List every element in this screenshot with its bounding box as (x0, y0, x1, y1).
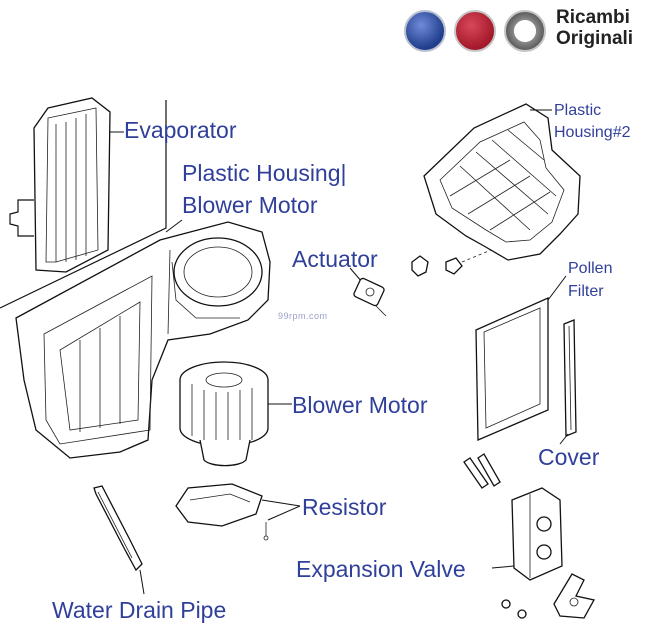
expansion-valve-part (491, 487, 563, 581)
label-blower-motor: Blower Motor (292, 392, 428, 418)
label-plastic-housing-blower-line1: Plastic Housing| (182, 160, 347, 186)
brand-line-1: Ricambi (556, 7, 630, 28)
alfa-romeo-logo (504, 10, 546, 52)
evaporator-part (9, 97, 124, 273)
brand-text: Ricambi Originali (556, 7, 634, 50)
plastic-housing-2-part (423, 103, 581, 261)
bracket-part (501, 573, 595, 619)
brand-line-2: Originali (556, 27, 634, 49)
label-pollen-filter-line1: Pollen (568, 260, 613, 277)
label-pollen-filter-line2: Filter (568, 283, 604, 300)
blower-motor-part (179, 361, 292, 467)
clip-parts (411, 237, 521, 277)
label-plastic-housing-blower-line2: Blower Motor (182, 192, 318, 218)
lancia-logo (404, 10, 446, 52)
label-actuator: Actuator (292, 246, 378, 272)
fiat-logo (454, 10, 496, 52)
resistor-part (175, 483, 301, 541)
screw-parts (463, 453, 501, 489)
actuator-part (349, 267, 387, 317)
label-expansion-valve: Expansion Valve (296, 556, 466, 582)
label-cover: Cover (538, 444, 600, 470)
label-water-drain-pipe: Water Drain Pipe (52, 597, 227, 623)
pollen-filter-part (475, 275, 567, 441)
label-plastic-housing2-line1: Plastic (554, 102, 602, 119)
label-plastic-housing2-line2: Housing#2 (554, 124, 631, 141)
label-resistor: Resistor (302, 494, 387, 520)
label-evaporator: Evaporator (124, 117, 237, 143)
divider-line (0, 100, 167, 309)
watermark: 99rpm.com (278, 311, 328, 321)
water-drain-pipe-part (93, 485, 145, 595)
cover-part (559, 319, 577, 445)
main-housing-part (15, 219, 271, 459)
